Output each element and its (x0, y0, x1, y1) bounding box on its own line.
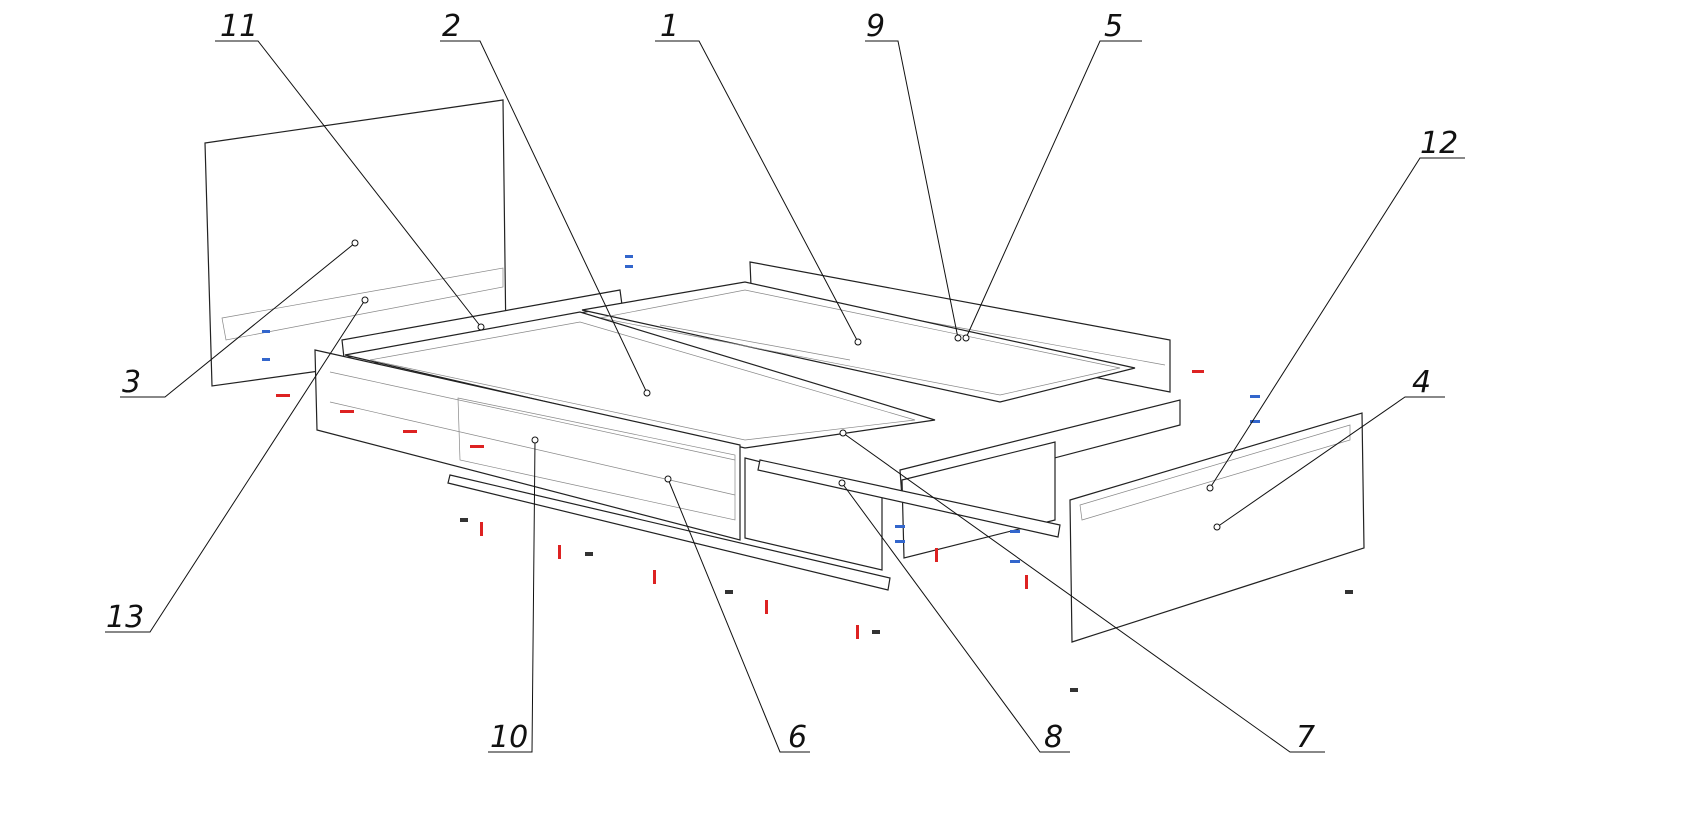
callout-3: 3 (120, 239, 359, 400)
callout-13: 13 (105, 296, 369, 635)
callout-label: 2 (442, 9, 461, 44)
callout-label: 12 (1420, 126, 1458, 161)
callout-8: 8 (838, 479, 1070, 755)
fasteners (262, 255, 1353, 692)
callout-label: 10 (490, 720, 528, 755)
callout-label: 6 (788, 720, 807, 755)
callout-6: 6 (664, 475, 810, 755)
front-side-panel (314, 349, 741, 541)
callout-label: 4 (1412, 365, 1431, 400)
callout-label: 8 (1044, 720, 1063, 755)
callout-4: 4 (1213, 365, 1445, 531)
right-side-rail (899, 399, 1181, 559)
bottom-bar-right (757, 459, 1061, 538)
callout-label: 11 (220, 9, 258, 44)
bottom-bar-left (447, 474, 891, 591)
callout-label: 3 (122, 365, 141, 400)
callout-label: 13 (106, 600, 144, 635)
callout-label: 5 (1104, 9, 1123, 44)
callout-1: 1 (655, 9, 862, 346)
callout-12: 12 (1206, 126, 1465, 492)
callout-10: 10 (488, 436, 539, 755)
callout-9: 9 (865, 9, 962, 342)
callout-label: 9 (866, 9, 885, 44)
callout-11: 11 (215, 9, 485, 331)
callout-5: 5 (962, 9, 1142, 342)
callout-7: 7 (839, 429, 1325, 755)
callout-label: 7 (1296, 720, 1315, 755)
callout-label: 1 (660, 9, 679, 44)
callout-2: 2 (440, 9, 651, 397)
